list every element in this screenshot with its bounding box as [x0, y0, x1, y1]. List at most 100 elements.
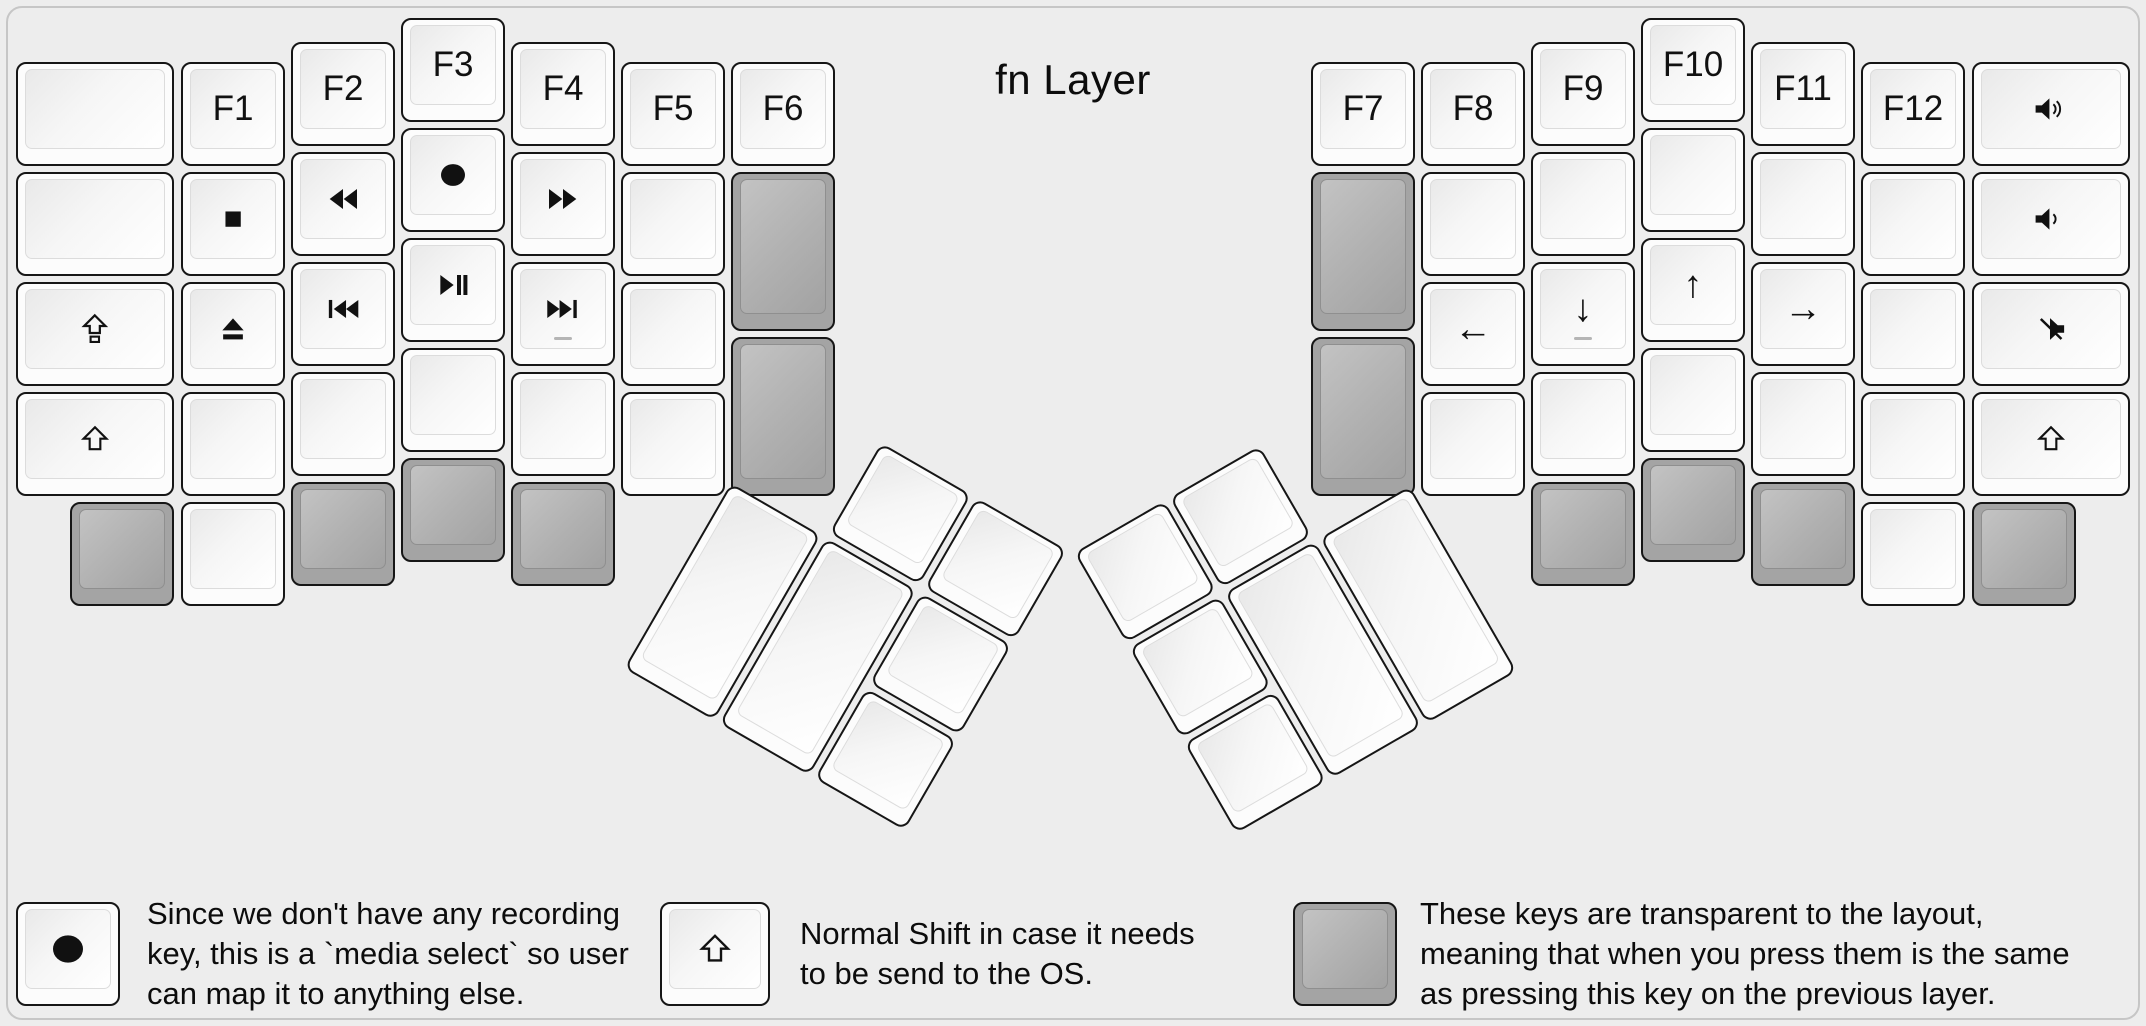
- key-record[interactable]: [401, 128, 505, 232]
- key-label: F1: [212, 89, 254, 128]
- arrow-down-icon: ↓: [1573, 288, 1593, 330]
- keycap: [410, 355, 496, 435]
- key-blank[interactable]: [621, 282, 725, 386]
- keycap: F1: [190, 69, 276, 149]
- keycap: [1430, 399, 1516, 479]
- key-blank[interactable]: [1861, 392, 1965, 496]
- key-f2[interactable]: F2: [291, 42, 395, 146]
- key-transparent-example[interactable]: [1293, 902, 1397, 1006]
- key-blank[interactable]: [621, 172, 725, 276]
- keycap: [190, 509, 276, 589]
- key-transparent[interactable]: [511, 482, 615, 586]
- key-blank[interactable]: [1751, 372, 1855, 476]
- key-blank[interactable]: [181, 502, 285, 606]
- key-shift-right[interactable]: [1972, 392, 2130, 496]
- key-f3[interactable]: F3: [401, 18, 505, 122]
- keycap: [669, 909, 761, 989]
- key-fast-forward[interactable]: [511, 152, 615, 256]
- keycap: [520, 159, 606, 239]
- key-transparent[interactable]: [70, 502, 174, 606]
- key-transparent[interactable]: [1311, 337, 1415, 496]
- rewind-icon: [329, 189, 357, 209]
- key-blank[interactable]: [291, 372, 395, 476]
- key-skip-back[interactable]: [291, 262, 395, 366]
- key-skip-forward[interactable]: [511, 262, 615, 366]
- legend-text-shift: Normal Shift in case it needs to be send…: [800, 916, 1195, 991]
- key-eject[interactable]: [181, 282, 285, 386]
- key-stop[interactable]: [181, 172, 285, 276]
- key-arrow-left[interactable]: ←: [1421, 282, 1525, 386]
- keycap: [25, 399, 165, 479]
- key-transparent[interactable]: [1751, 482, 1855, 586]
- keycap: [630, 289, 716, 369]
- key-rewind[interactable]: [291, 152, 395, 256]
- key-transparent[interactable]: [291, 482, 395, 586]
- key-f10[interactable]: F10: [1641, 18, 1745, 122]
- key-blank[interactable]: [1861, 282, 1965, 386]
- key-transparent[interactable]: [1641, 458, 1745, 562]
- key-f5[interactable]: F5: [621, 62, 725, 166]
- key-blank[interactable]: [1641, 128, 1745, 232]
- key-blank[interactable]: [1641, 348, 1745, 452]
- key-transparent[interactable]: [731, 172, 835, 331]
- key-transparent[interactable]: [1311, 172, 1415, 331]
- key-play-pause[interactable]: [401, 238, 505, 342]
- play-pause-icon: [440, 275, 468, 295]
- key-f1[interactable]: F1: [181, 62, 285, 166]
- key-f12[interactable]: F12: [1861, 62, 1965, 166]
- key-arrow-up[interactable]: ↑: [1641, 238, 1745, 342]
- key-blank[interactable]: [1751, 152, 1855, 256]
- key-blank[interactable]: [511, 372, 615, 476]
- fast-forward-icon: [549, 189, 577, 209]
- stop-icon: [225, 211, 241, 227]
- key-blank[interactable]: [16, 62, 174, 166]
- key-transparent[interactable]: [401, 458, 505, 562]
- keycap: [630, 179, 716, 259]
- keycap: [300, 159, 386, 239]
- key-transparent[interactable]: [1972, 502, 2076, 606]
- key-blank[interactable]: [1531, 152, 1635, 256]
- keycap: F3: [410, 25, 496, 105]
- key-transparent[interactable]: [731, 337, 835, 496]
- key-volume-down[interactable]: [1972, 172, 2130, 276]
- key-record-example[interactable]: [16, 902, 120, 1006]
- keycap: [1302, 909, 1388, 989]
- mute-icon: [2040, 318, 2065, 340]
- key-mute[interactable]: [1972, 282, 2130, 386]
- key-blank[interactable]: [1421, 172, 1525, 276]
- key-blank[interactable]: [181, 392, 285, 496]
- key-blank[interactable]: [16, 172, 174, 276]
- keycap: F5: [630, 69, 716, 149]
- key-shift-left[interactable]: [16, 392, 174, 496]
- key-blank[interactable]: [1861, 172, 1965, 276]
- key-blank[interactable]: [621, 392, 725, 496]
- key-f6[interactable]: F6: [731, 62, 835, 166]
- keycap: [1760, 379, 1846, 459]
- key-arrow-down[interactable]: ↓: [1531, 262, 1635, 366]
- keycap: F11: [1760, 49, 1846, 129]
- key-arrow-right[interactable]: →: [1751, 262, 1855, 366]
- keycap: F9: [1540, 49, 1626, 129]
- key-f7[interactable]: F7: [1311, 62, 1415, 166]
- keycap: [1760, 159, 1846, 239]
- keycap: [1540, 379, 1626, 459]
- key-f9[interactable]: F9: [1531, 42, 1635, 146]
- shift-icon: [2036, 425, 2066, 451]
- key-blank[interactable]: [401, 348, 505, 452]
- key-f8[interactable]: F8: [1421, 62, 1525, 166]
- key-volume-up[interactable]: [1972, 62, 2130, 166]
- keycap: [410, 245, 496, 325]
- key-caps-lock[interactable]: [16, 282, 174, 386]
- key-blank[interactable]: [1861, 502, 1965, 606]
- key-f4[interactable]: F4: [511, 42, 615, 146]
- key-shift-example[interactable]: [660, 902, 770, 1006]
- keycap: [1540, 159, 1626, 239]
- key-blank[interactable]: [1531, 372, 1635, 476]
- key-label: F2: [322, 69, 364, 108]
- keycap: ↑: [1650, 245, 1736, 325]
- keycap: [1320, 179, 1406, 314]
- key-f11[interactable]: F11: [1751, 42, 1855, 146]
- key-transparent[interactable]: [1531, 482, 1635, 586]
- arrow-left-icon: ←: [1454, 308, 1492, 350]
- key-blank[interactable]: [1421, 392, 1525, 496]
